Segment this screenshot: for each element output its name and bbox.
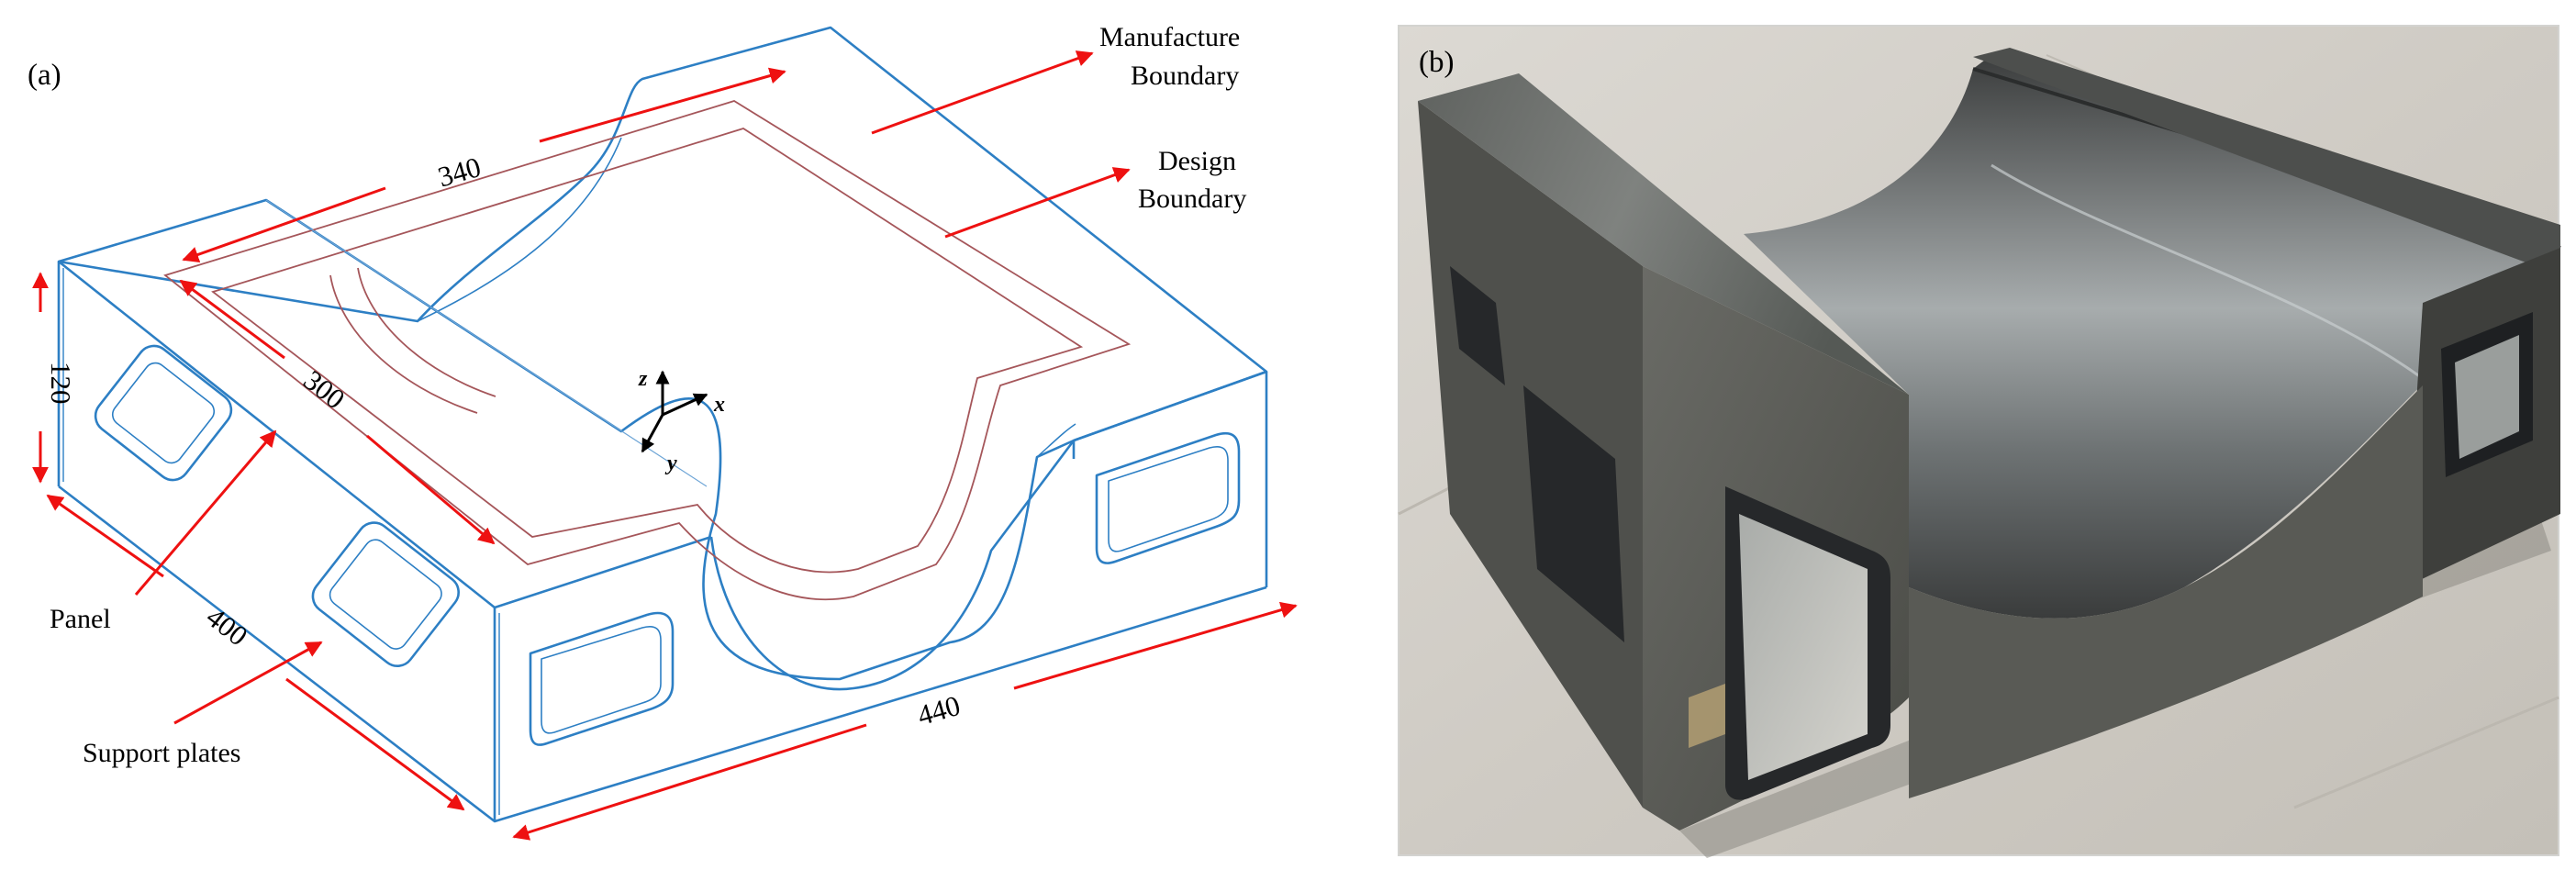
arrow-300-bottom (366, 434, 496, 545)
manufacture-boundary (163, 100, 1132, 601)
arrow-440-left (512, 723, 867, 841)
label-manufacture-2: Boundary (1131, 61, 1239, 91)
label-design: Design (1158, 146, 1236, 176)
dim-300: 300 (297, 363, 351, 415)
arrow-300-top (179, 279, 285, 360)
dim-340: 340 (434, 151, 484, 193)
panel-a-label: (a) (28, 59, 61, 92)
part-outline (57, 26, 1268, 823)
axes-icon (641, 370, 708, 453)
arrow-manufacture (871, 50, 1094, 135)
design-boundary (211, 128, 1084, 574)
dim-440: 440 (914, 689, 964, 731)
arrow-340-left (182, 186, 386, 263)
arrow-400-bottom (285, 677, 465, 811)
label-design-2: Boundary (1138, 184, 1246, 214)
axis-y: y (664, 452, 677, 475)
label-support: Support plates (83, 738, 241, 768)
arrow-support (173, 641, 323, 725)
axis-x: x (713, 393, 725, 417)
arrow-440-right (1013, 601, 1298, 690)
boundaries (163, 100, 1132, 601)
arrow-panel (134, 429, 277, 596)
panel-b-label: (b) (1419, 46, 1454, 79)
panel-b-photo: (b) (1398, 25, 2561, 858)
dim-400: 400 (200, 600, 253, 652)
label-manufacture: Manufacture (1099, 22, 1240, 52)
label-panel: Panel (50, 604, 111, 634)
panel-a-drawing: (a) (28, 22, 1298, 841)
arrow-400-top (46, 494, 164, 578)
axis-z: z (638, 367, 648, 391)
arrow-design (944, 167, 1131, 239)
dim-120: 120 (45, 362, 77, 405)
dimension-arrows (32, 50, 1298, 841)
arrow-340-right (539, 67, 786, 143)
